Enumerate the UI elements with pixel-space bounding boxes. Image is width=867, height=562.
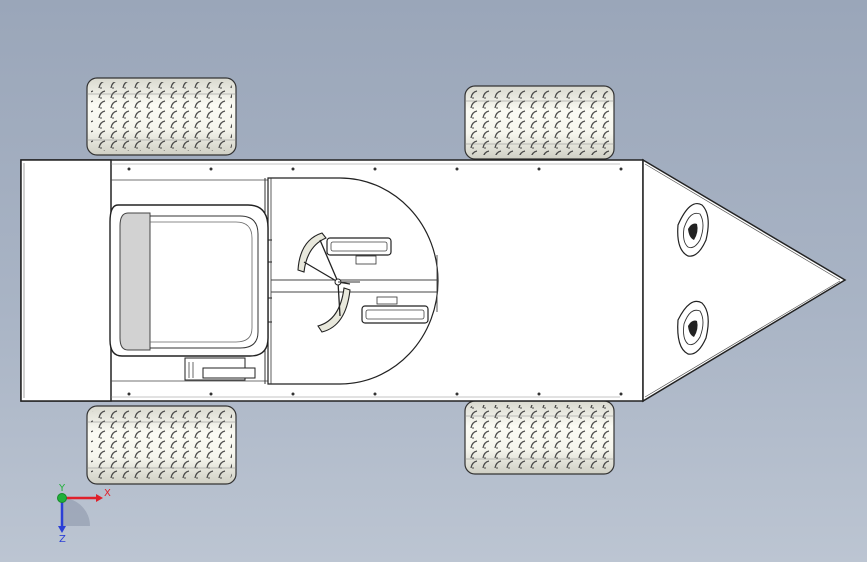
headlight-upper: [677, 203, 709, 257]
tire-rear-left: [86, 77, 237, 156]
seat: [109, 204, 272, 357]
z-axis-label: Z: [59, 534, 66, 545]
pedal-top: [326, 237, 392, 265]
pedal-bottom: [361, 296, 429, 324]
y-axis-dot: [57, 493, 67, 503]
seat-bracket: [184, 357, 256, 381]
steering-wheel: [297, 232, 360, 333]
x-axis-arrow: [96, 494, 103, 502]
headlight-lower: [677, 300, 709, 355]
tire-rear-right: [86, 405, 237, 485]
tire-front-left: [464, 85, 615, 160]
tire-front-right: [464, 400, 615, 475]
triad-shadow-arc: [62, 498, 90, 526]
coordinate-triad: X Y Z: [57, 483, 111, 545]
x-axis-label: X: [104, 488, 111, 499]
y-axis-label: Y: [58, 483, 66, 494]
z-axis-arrow: [58, 526, 66, 533]
